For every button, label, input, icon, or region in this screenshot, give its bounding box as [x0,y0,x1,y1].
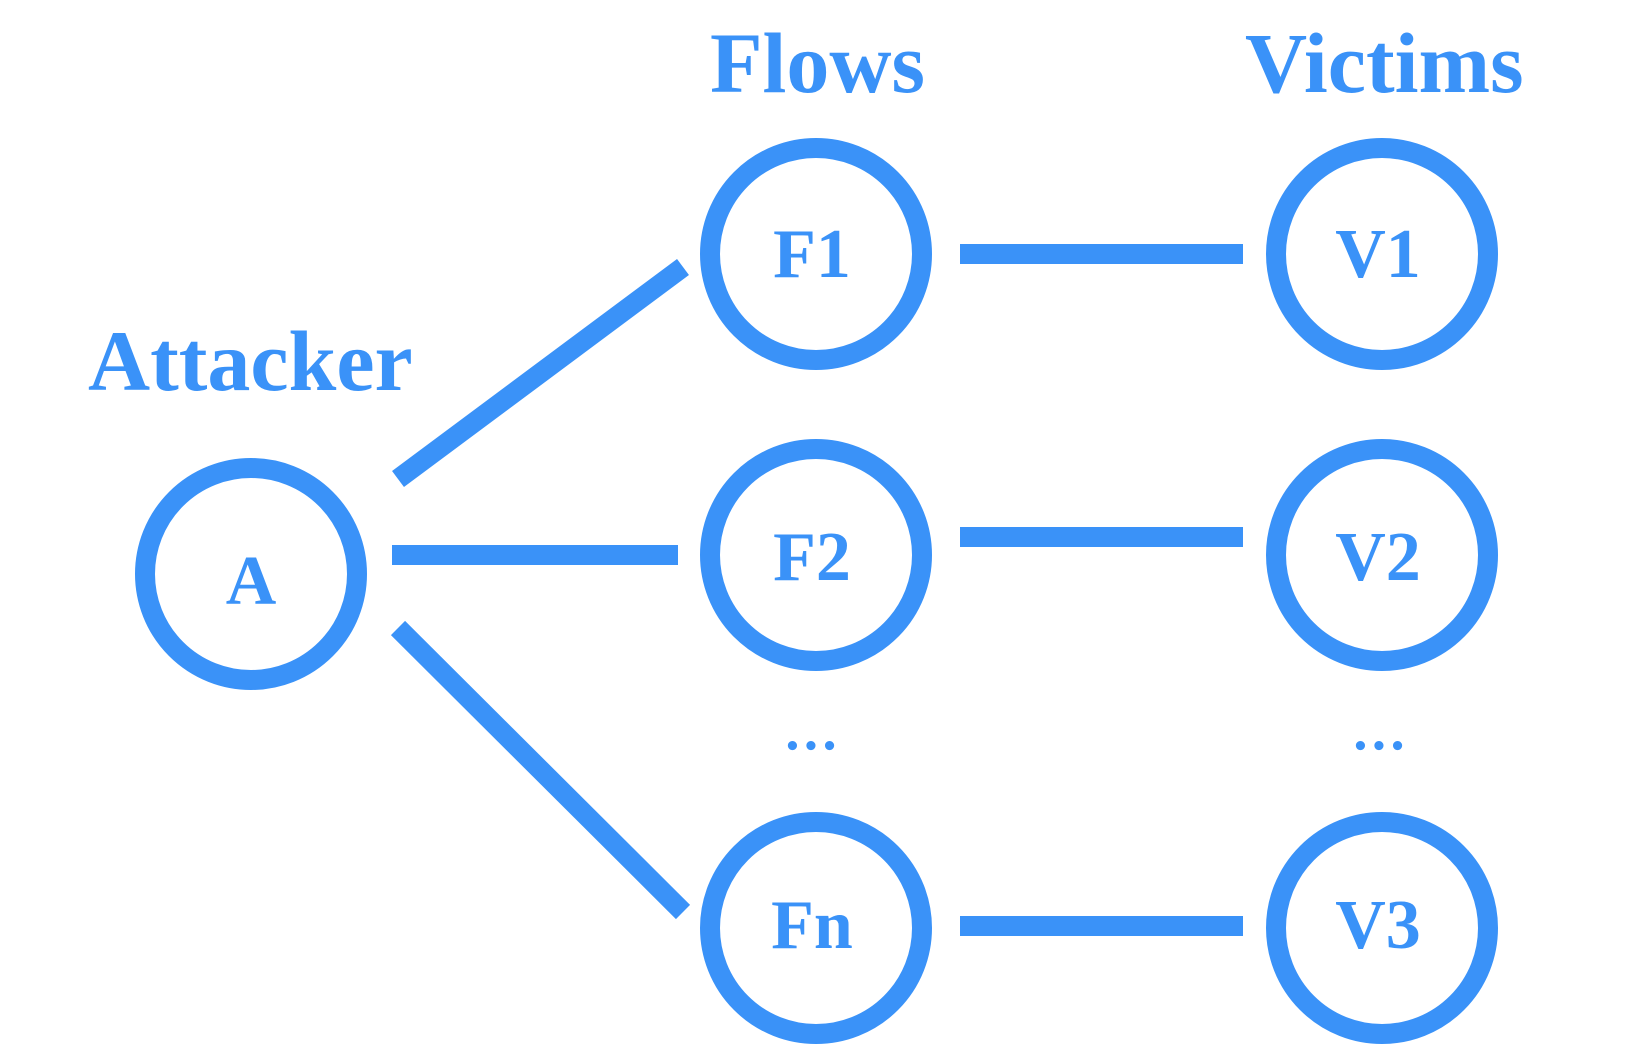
victim-node-label: V2 [1335,519,1421,596]
victim-node-label: V1 [1335,216,1421,293]
victims-ellipsis: ••• [1352,732,1408,762]
flow-node-label: F2 [773,519,851,596]
flow-node-label: Fn [771,887,853,964]
flows-ellipsis: ••• [784,732,840,762]
victims-heading: Victims [1245,15,1524,111]
flow-node-f2: F2 [700,439,932,671]
edge-attacker-fn [390,620,691,920]
victim-node-label: V3 [1335,887,1421,964]
victim-node-v1: V1 [1266,138,1498,370]
flow-node-label: F1 [773,216,851,293]
edge-attacker-f1 [392,258,689,488]
victim-node-v2: V2 [1266,439,1498,671]
attacker-heading: Attacker [88,313,413,409]
attacker-node: A [135,458,367,690]
flows-heading: Flows [710,15,925,111]
attacker-node-label: A [226,543,277,620]
flow-node-f1: F1 [700,138,932,370]
flow-node-fn: Fn [700,812,932,1044]
victim-node-v3: V3 [1266,812,1498,1044]
